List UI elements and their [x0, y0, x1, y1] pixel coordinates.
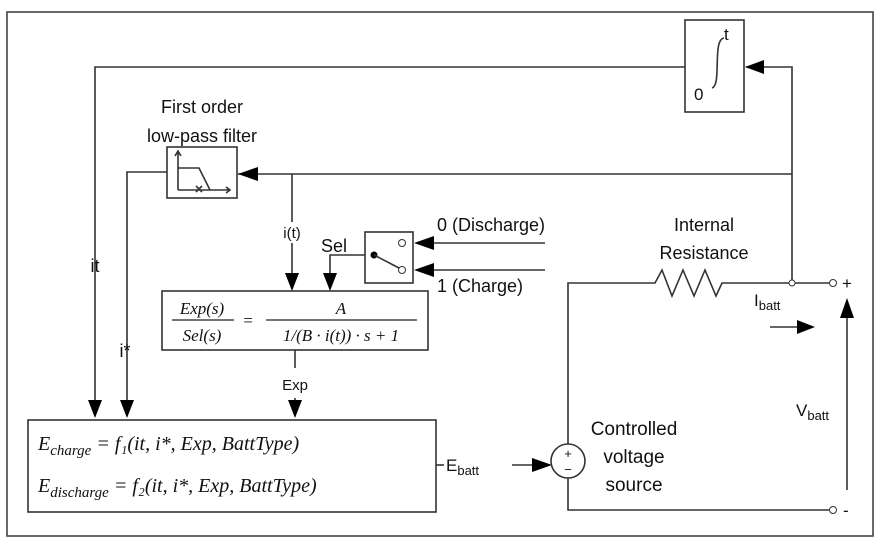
switch-input-discharge: 0 (Discharge)	[437, 215, 545, 235]
tf-numerator-right: A	[335, 299, 347, 318]
label-exp: Exp	[282, 377, 308, 394]
tf-equals: =	[242, 311, 253, 330]
controlled-voltage-source-icon	[550, 443, 586, 479]
filter-response-icon	[174, 149, 232, 194]
low-pass-filter-block: First order low-pass filter	[147, 97, 257, 199]
label-istar: i*	[119, 341, 130, 361]
junction-node	[788, 279, 796, 287]
source-label-line1: Controlled	[591, 419, 678, 440]
tf-denominator-left: Sel(s)	[183, 326, 222, 345]
integrator-block: t 0	[684, 19, 745, 113]
terminal-minus-label: -	[843, 501, 849, 520]
filter-title-line2: low-pass filter	[147, 126, 257, 146]
label-ibatt: Ibatt	[754, 291, 781, 313]
label-sel: Sel	[321, 236, 347, 256]
charge-equation: Echarge = f₁(it, i*, Exp, BattType)	[37, 433, 299, 459]
positive-terminal[interactable]	[829, 279, 837, 287]
mode-switch-block	[364, 231, 414, 284]
resistor-label-line1: Internal	[674, 215, 734, 235]
outer-frame	[6, 11, 874, 537]
tf-numerator-left: Exp(s)	[179, 299, 225, 318]
integral-icon	[711, 37, 725, 89]
source-label-line2: voltage	[603, 447, 664, 468]
integral-upper-limit: t	[724, 25, 729, 44]
label-vbatt: Vbatt	[796, 401, 829, 423]
label-it: it	[91, 256, 100, 276]
integral-lower-limit: 0	[694, 85, 703, 104]
label-i-t-background	[279, 222, 305, 243]
discharge-equation: Edischarge = f₂(it, i*, Exp, BattType)	[37, 475, 317, 501]
exp-transfer-function-block: Exp(s) Sel(s) = A 1/(B · i(t)) · s + 1	[161, 290, 429, 351]
switch-input-charge: 1 (Charge)	[437, 276, 523, 296]
voltage-function-block: Echarge = f₁(it, i*, Exp, BattType) Edis…	[27, 419, 437, 513]
source-label-line3: source	[605, 475, 662, 496]
tf-denominator-right: 1/(B · i(t)) · s + 1	[283, 326, 399, 345]
resistor-label-line2: Resistance	[659, 243, 748, 263]
source-plus: +	[564, 446, 572, 461]
negative-terminal[interactable]	[829, 506, 837, 514]
label-ebatt: Ebatt	[446, 456, 479, 478]
filter-title-line1: First order	[161, 97, 243, 117]
label-i-t: i(t)	[283, 225, 301, 242]
source-minus: −	[564, 462, 572, 477]
signal-wires	[88, 60, 793, 472]
terminal-plus-label: +	[842, 274, 852, 293]
battery-circuit: + −	[550, 267, 854, 514]
